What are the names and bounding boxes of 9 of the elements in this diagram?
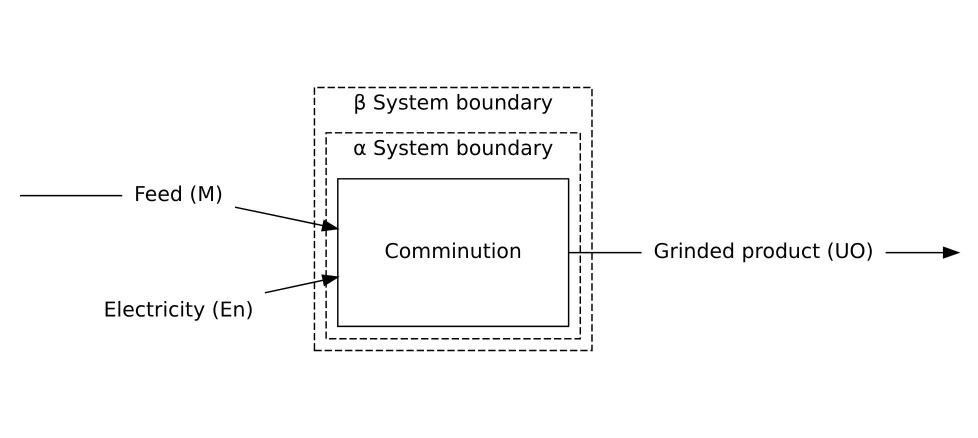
arrow <box>886 246 960 259</box>
arrow <box>264 274 340 294</box>
node-text: Electricity (En) <box>104 297 254 322</box>
connector <box>20 194 122 196</box>
arrow <box>234 206 340 232</box>
node-text: Grinded product (UO) <box>654 239 874 264</box>
node-box: Comminution <box>337 178 570 328</box>
node-text: Feed (M) <box>134 182 224 206</box>
connector <box>568 252 642 254</box>
